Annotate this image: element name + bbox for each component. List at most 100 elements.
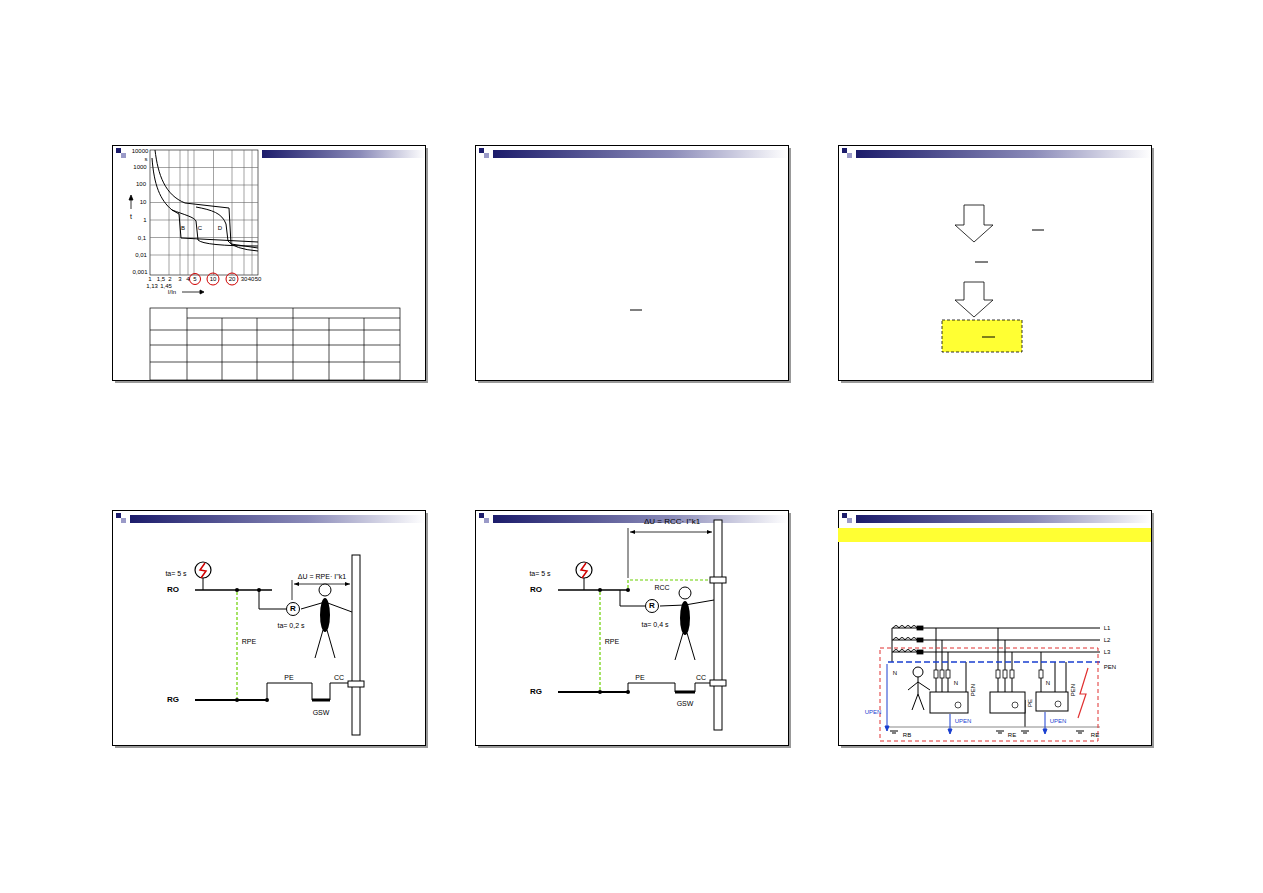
metal-pole <box>348 555 364 735</box>
label-text: 30 <box>241 276 248 282</box>
label-text: ta= 0,2 s <box>277 622 304 629</box>
frame-shadow <box>115 148 1153 747</box>
relay-circle: R <box>286 602 300 616</box>
hollow-arrow <box>955 205 993 317</box>
label-text: UPEN <box>865 709 882 715</box>
data-table <box>150 308 400 380</box>
label-text: 40 <box>248 276 255 282</box>
label-text: 4 <box>186 276 189 282</box>
label-text: 2 <box>168 276 171 282</box>
label-text: 100 <box>136 181 146 187</box>
label-text: D <box>218 225 222 231</box>
label-text: 1,13 <box>146 283 158 289</box>
label-text: 0,01 <box>135 252 147 258</box>
label-text: 5 <box>193 276 196 282</box>
label-text: RE <box>1091 732 1099 738</box>
label-text: RB <box>903 732 911 738</box>
label-text: RPE <box>242 638 256 645</box>
fuse-symbol <box>195 562 211 590</box>
label-text: 10 <box>140 199 147 205</box>
label-text: B <box>181 225 185 231</box>
label-text: I/In <box>168 289 176 295</box>
relay-circle: R <box>645 599 659 613</box>
label-text: 0,1 <box>138 235 146 241</box>
label-text: C <box>198 225 202 231</box>
resistance-line <box>600 580 712 690</box>
chart-grid <box>150 150 258 275</box>
node-text: R <box>649 602 655 610</box>
label-text: N <box>893 670 897 676</box>
label-text: L2 <box>1104 637 1111 643</box>
pe-resistance-line <box>236 592 237 698</box>
label-text: 1,5 <box>157 276 165 282</box>
label-text: RG <box>530 688 542 696</box>
label-text: 20 <box>229 276 236 282</box>
trip-curves <box>152 150 258 251</box>
label-text: ta= 5 s <box>529 570 550 577</box>
circuit-wire <box>558 528 714 692</box>
node-text: R <box>290 605 296 613</box>
fraction-bar <box>630 310 642 311</box>
label-text: L3 <box>1104 649 1111 655</box>
logo-squares <box>116 148 852 523</box>
label-text: PE <box>284 674 293 681</box>
label-text: 3 <box>178 276 181 282</box>
pen-conductor <box>888 661 1100 663</box>
label-text: t <box>130 213 132 220</box>
fault-flash <box>1078 668 1088 718</box>
label-text: 1000 <box>133 164 146 170</box>
label-text: L1 <box>1104 625 1111 631</box>
label-text: N <box>954 680 958 686</box>
junction-dot <box>235 582 350 702</box>
label-text: GSW <box>677 700 694 707</box>
label-text: ΔU = RPE· I''k1 <box>298 573 346 580</box>
label-text: PEN <box>970 684 976 696</box>
label-text: 10000 <box>132 148 149 154</box>
label-text: GSW <box>313 709 330 716</box>
label-text: 10 <box>210 276 217 282</box>
label-text: UPEN <box>955 718 972 724</box>
label-text: 50 <box>255 276 262 282</box>
label-text: PEN <box>1070 684 1076 696</box>
header-bar <box>130 150 1151 523</box>
label-text: ΔU = RCC· I''k1 <box>644 518 700 526</box>
label-text: 1 <box>148 276 151 282</box>
label-text: PE <box>1027 699 1033 707</box>
ground-symbol <box>890 731 1084 733</box>
label-text: RPE <box>605 638 619 645</box>
label-text: ta= 0,4 s <box>641 621 668 628</box>
label-text: RO <box>530 586 542 594</box>
label-text: 0,001 <box>132 269 147 275</box>
voltage-arrow <box>885 664 1047 734</box>
label-text: RG <box>167 696 179 704</box>
label-text: ta= 5 s <box>165 570 186 577</box>
axis-arrows <box>129 195 204 294</box>
label-text: s <box>145 156 148 162</box>
highlight-circle <box>190 273 239 285</box>
label-text: PE <box>635 674 644 681</box>
label-text: CC <box>696 674 706 681</box>
label-text: 1 <box>143 217 146 223</box>
fuse-symbol <box>576 562 592 590</box>
highlight-box <box>942 320 1022 352</box>
label-text: RE <box>1008 732 1016 738</box>
label-text: 1,45 <box>160 283 172 289</box>
person-figure <box>908 667 930 710</box>
highlight-bar <box>838 528 1151 542</box>
label-text: N <box>1046 680 1050 686</box>
fault-loop <box>880 648 1098 741</box>
label-text: RO <box>167 586 179 594</box>
label-text: PEN <box>1104 664 1116 670</box>
slide-frame <box>113 146 1152 746</box>
metal-pole <box>710 520 726 730</box>
fraction-bar <box>982 337 995 338</box>
junction-dot <box>598 530 712 694</box>
label-text: RCC <box>654 584 669 591</box>
fraction-bar <box>975 230 1044 262</box>
circuit-wire <box>195 580 352 700</box>
fuse-box <box>917 626 1043 678</box>
label-text: UPEN <box>1050 718 1067 724</box>
label-text: CC <box>334 674 344 681</box>
motor-symbol <box>955 701 1061 708</box>
